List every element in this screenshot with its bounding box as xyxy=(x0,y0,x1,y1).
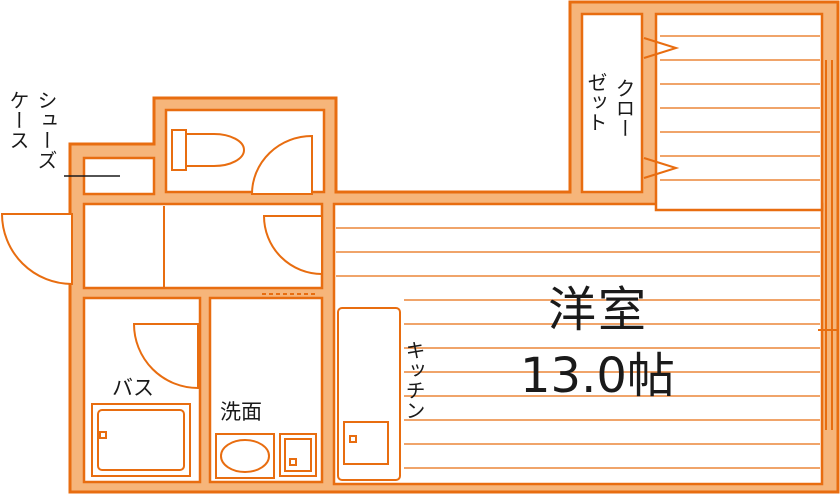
closet-label-line1: クロー xyxy=(612,78,636,138)
closet-area-floor xyxy=(654,12,824,212)
toilet-door xyxy=(250,134,313,195)
main-room-floor xyxy=(332,202,824,486)
shoe-case-label-line2: ケース xyxy=(6,90,30,150)
wash-basin-icon xyxy=(215,433,275,479)
toilet-icon xyxy=(171,129,245,171)
bath-label: バス xyxy=(112,376,154,400)
kitchen-label: キッチン xyxy=(402,340,426,420)
sink-icon xyxy=(343,421,389,465)
sliding-door xyxy=(214,287,316,295)
room-door xyxy=(262,215,323,276)
window xyxy=(818,60,838,430)
closet-door-marks xyxy=(643,37,680,179)
main-room-name: 洋室 xyxy=(548,282,649,338)
shoe-case-label-line1: シューズ xyxy=(34,90,58,170)
washroom-label: 洗面 xyxy=(220,400,262,424)
washing-machine-pan-icon xyxy=(279,433,317,477)
closet-label-line2: ゼット xyxy=(584,72,608,132)
closet xyxy=(580,12,644,194)
floor-boards xyxy=(336,35,820,469)
doors xyxy=(0,134,323,390)
entry-door xyxy=(0,213,73,286)
main-room-size: 13.0帖 xyxy=(520,348,675,404)
bath-door xyxy=(132,323,199,390)
bathtub-icon xyxy=(91,403,191,477)
